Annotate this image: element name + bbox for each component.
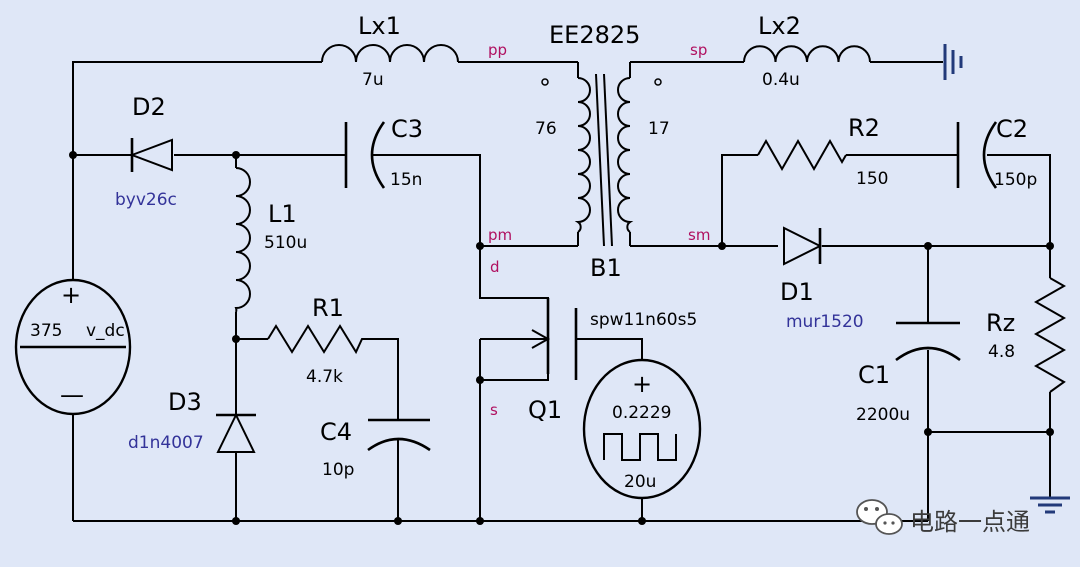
watermark-text: 电路一点通 (910, 508, 1030, 536)
pin-sm: sm (688, 226, 710, 244)
secondary-turns: 17 (648, 119, 670, 139)
pin-sp: sp (690, 41, 707, 59)
wechat-icon (856, 499, 903, 535)
r1-value: 4.7k (306, 367, 343, 387)
pin-d: d (490, 258, 500, 276)
lx1-value: 7u (362, 70, 384, 90)
c3-value: 15n (390, 170, 422, 190)
watermark: 电路一点通 (856, 499, 1030, 536)
capacitor-c1: C1 2200u (856, 321, 961, 425)
vdc-plus: + (61, 281, 81, 309)
vdc-value: 375 (30, 321, 62, 341)
vdc-name: v_dc (86, 321, 125, 341)
voltage-source-vdc: + — 375 v_dc (14, 278, 132, 416)
c2-ref: C2 (996, 115, 1028, 143)
r1-ref: R1 (312, 294, 344, 322)
l1-value: 510u (264, 233, 307, 253)
q1-ref: Q1 (528, 396, 562, 424)
resistor-r1: R1 4.7k (267, 294, 370, 387)
inductor-lx1: Lx1 7u (321, 12, 459, 90)
d3-part: d1n4007 (128, 433, 204, 453)
pulse-value: 0.2229 (612, 403, 671, 423)
lx2-ref: Lx2 (758, 12, 801, 40)
d1-part: mur1520 (786, 312, 864, 332)
primary-polarity-dot (541, 78, 549, 86)
r2-value: 150 (856, 169, 888, 189)
primary-turns: 76 (535, 119, 557, 139)
lx1-ref: Lx1 (358, 12, 401, 40)
resistor-rz: Rz 4.8 (986, 277, 1067, 393)
q1-part: spw11n60s5 (590, 310, 697, 330)
l1-ref: L1 (268, 200, 297, 228)
lx2-value: 0.4u (762, 70, 800, 90)
diode-d3: D3 d1n4007 (128, 388, 256, 453)
capacitor-c2: C2 150p (956, 115, 1037, 190)
ground-symbol-bottom (1030, 496, 1070, 514)
c2-value: 150p (994, 170, 1037, 190)
c4-ref: C4 (320, 418, 352, 446)
pulse-period: 20u (624, 472, 656, 492)
transformer-b1: EE2825 B1 76 17 (535, 21, 670, 282)
pin-labels: pp pm sp sm d s (488, 41, 710, 419)
transformer-ref: B1 (590, 254, 622, 282)
rz-value: 4.8 (988, 342, 1015, 362)
d1-ref: D1 (780, 278, 814, 306)
d2-part: byv26c (115, 190, 177, 210)
r2-ref: R2 (848, 114, 880, 142)
pin-s: s (490, 401, 498, 419)
resistor-r2: R2 150 (757, 114, 888, 189)
d2-ref: D2 (132, 93, 166, 121)
capacitor-c4: C4 10p (320, 418, 431, 480)
rz-ref: Rz (986, 309, 1015, 337)
inductor-lx2: Lx2 0.4u (743, 12, 871, 90)
c4-value: 10p (322, 460, 354, 480)
c1-ref: C1 (858, 361, 890, 389)
c3-ref: C3 (391, 115, 423, 143)
vdc-minus: — (60, 381, 84, 409)
pin-pp: pp (488, 41, 507, 59)
transformer-model: EE2825 (549, 21, 640, 49)
d3-ref: D3 (168, 388, 202, 416)
ground-symbol-top (943, 44, 963, 80)
inductor-l1: L1 510u (234, 167, 307, 313)
secondary-polarity-dot (654, 78, 662, 86)
diode-d1: D1 mur1520 (780, 226, 864, 332)
mosfet-q1: Q1 spw11n60s5 (480, 298, 697, 424)
pin-pm: pm (488, 226, 512, 244)
pulse-plus: + (632, 370, 652, 398)
pulse-source: + 0.2229 20u (582, 358, 702, 500)
capacitor-c3: C3 15n (344, 115, 423, 190)
c1-value: 2200u (856, 405, 910, 425)
diode-d2: D2 byv26c (115, 93, 177, 210)
junction-dots (69, 151, 1054, 525)
